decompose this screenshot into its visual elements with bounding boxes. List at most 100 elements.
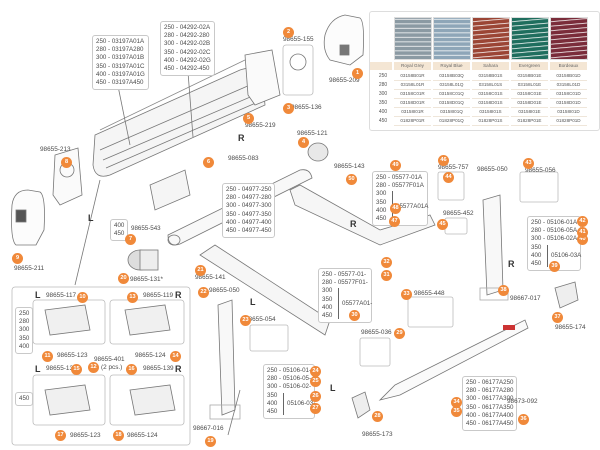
part-number: 98667-017 <box>510 295 541 302</box>
colour-name: Bordeaux <box>550 62 587 70</box>
part-row: 280 - 04292-280 <box>164 32 210 40</box>
part-number: 98655-155 <box>283 36 314 43</box>
size-label: 400 <box>378 109 388 115</box>
part-173 <box>351 391 371 419</box>
item-number-badge: 41 <box>577 227 588 238</box>
side-label-left: L <box>330 383 336 393</box>
item-number-badge: 9 <box>12 253 23 264</box>
group-bracket <box>338 288 339 320</box>
colour-code-cell: 03158I01Q <box>433 108 470 117</box>
colour-code-cell: 03158D01R <box>394 99 431 108</box>
item-number-badge: 49 <box>390 160 401 171</box>
colour-name: Royal Grey <box>394 62 431 70</box>
item-number-badge: 8 <box>61 157 72 168</box>
part-number: 98655-757 <box>438 164 469 171</box>
part-row: 300 <box>19 326 30 334</box>
part-row: 300 - 05106-02A <box>531 235 578 243</box>
cover-left <box>11 189 45 246</box>
colour-code-cell: 03158B01S <box>472 72 509 81</box>
side-label-left: L <box>88 213 94 223</box>
item-number-badge: 46 <box>438 155 449 166</box>
part-number: 98655-121 <box>297 130 328 137</box>
colour-code-cell: 03158B01R <box>394 72 431 81</box>
item-number-badge: 44 <box>443 172 454 183</box>
size: 450 <box>19 395 30 402</box>
item-number-badge: 35 <box>451 406 462 417</box>
side-label-right: R <box>508 259 515 269</box>
size: 350 <box>531 243 542 251</box>
part-row: 250 - 04977-250 <box>226 186 272 193</box>
part-number: 98655-050 <box>209 287 240 294</box>
part-number: 98655-138 <box>46 365 77 372</box>
part-row: 280 <box>19 318 30 326</box>
part-number: 98655-141 <box>195 274 226 281</box>
colour-code-cell: 03158L01R <box>394 81 431 90</box>
item-number-badge: 5 <box>243 113 254 124</box>
colour-code-cell: 01828P01R <box>394 117 431 126</box>
hinge-sizes-b: 450 <box>15 392 34 407</box>
part-row: 280 - 06177A280 <box>466 387 514 395</box>
side-label-right: R <box>350 219 357 229</box>
part-row: 300 - 05106-02- <box>267 383 312 391</box>
side-label-left: L <box>250 297 256 307</box>
item-number-badge: 19 <box>205 436 216 447</box>
part-number: 98655-054 <box>245 316 276 323</box>
colour-code-cell: 01828P01S <box>472 117 509 126</box>
bracket-155-box <box>282 44 314 96</box>
part-row: 350 - 03197A01C <box>96 62 145 70</box>
size-label: 300 <box>378 91 388 97</box>
item-number-badge: 2 <box>283 27 294 38</box>
item-number-badge: 29 <box>394 328 405 339</box>
item-number-badge: 27 <box>310 403 321 414</box>
part-row: 250 - 05577-01- <box>322 271 367 278</box>
item-number-badge: 10 <box>77 292 88 303</box>
side-label-right: R <box>238 133 245 143</box>
size: 300 <box>376 190 387 198</box>
swatch-sahara <box>472 17 510 60</box>
part-row: 300 - 06177A300 <box>466 395 514 403</box>
part-number: 05106-03A <box>551 251 582 259</box>
part-row: 250 - 05106-01A <box>531 219 578 226</box>
item-number-badge: 7 <box>125 234 136 245</box>
arm-right <box>289 184 436 246</box>
part-number: 98655-036 <box>361 329 392 336</box>
part-row: 400 - 03197A01G <box>96 70 145 78</box>
swatch-royal-blue <box>433 17 471 60</box>
part-number: 98655-401 <box>94 356 125 363</box>
item-number-badge: 3 <box>283 103 294 114</box>
item-number-badge: 20 <box>118 273 129 284</box>
colour-code-cell: 01828P01E <box>511 117 548 126</box>
size: 450 <box>322 312 333 320</box>
part-number: 98655-213 <box>40 146 71 153</box>
swatch-evergreen <box>511 17 549 60</box>
part-number: 05577A01- <box>342 299 373 307</box>
size: 400 <box>267 399 278 407</box>
part-number: 05106-03- <box>287 399 316 407</box>
colour-code-cell: 03158D01E <box>511 99 548 108</box>
item-number-badge: 38 <box>498 285 509 296</box>
item-number-badge: 31 <box>381 270 392 281</box>
part-number: 98655-123 <box>70 432 101 439</box>
part-row: 280 - 05106-05A <box>531 227 578 235</box>
part-row: 300 - 03197A01B <box>96 54 145 62</box>
size: 450 <box>114 230 125 238</box>
part-number: 98655-211 <box>14 265 45 272</box>
part-row: 300 - 04292-02B <box>164 40 211 48</box>
swatch-bordeaux <box>550 17 588 60</box>
item-number-badge: 45 <box>437 219 448 230</box>
item-number-badge: 6 <box>203 157 214 168</box>
part-row: 400 <box>19 342 30 350</box>
item-number-badge: 34 <box>451 397 462 408</box>
colour-code-cell: 03158I01E <box>511 108 548 117</box>
end-cap-left <box>52 147 83 206</box>
colour-code-cell: 03158D01D <box>550 99 587 108</box>
item-number-badge: 43 <box>523 158 534 169</box>
colour-code-cell: 03158C01D <box>550 90 587 99</box>
side-label-right: R <box>175 364 182 374</box>
colour-code-cell: 03158I01D <box>550 108 587 117</box>
part-number: 98655-219 <box>245 122 276 129</box>
item-number-badge: 1 <box>352 68 363 79</box>
